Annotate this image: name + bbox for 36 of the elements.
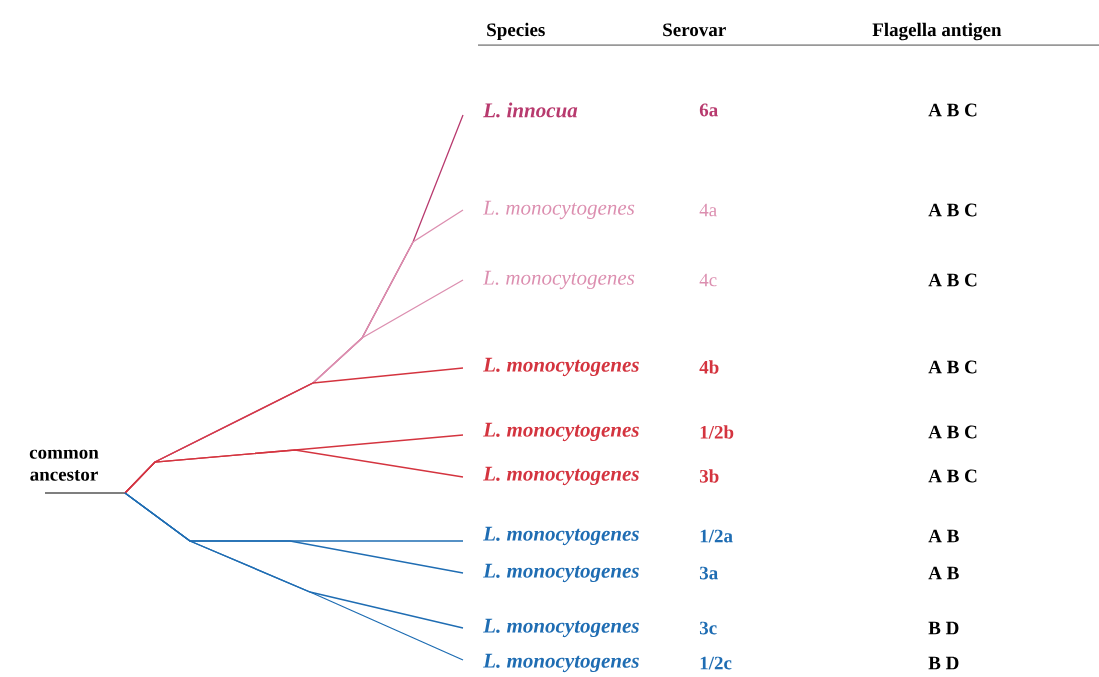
serovar-cell: 6a <box>699 103 718 117</box>
antigen-cell: A B <box>928 529 959 543</box>
species-label: L. monocytogenes <box>483 653 639 673</box>
serovar-cell: 3b <box>699 469 719 483</box>
serovar-cell: 3c <box>699 621 717 635</box>
species-label: L. monocytogenes <box>482 200 635 220</box>
species-label: L. monocytogenes <box>483 357 639 377</box>
species-label: L. monocytogenes <box>483 563 639 583</box>
antigen-cell: A B C <box>928 203 977 217</box>
species-label: L. monocytogenes <box>483 526 639 546</box>
antigen-cell: A B C <box>928 425 977 439</box>
species-label: L. innocua <box>483 102 578 118</box>
tree-branch <box>124 492 464 661</box>
species-label: L. monocytogenes <box>483 422 639 442</box>
species-label: L. monocytogenes <box>483 466 639 486</box>
column-header: Serovar <box>663 23 726 37</box>
serovar-cell: 1/2b <box>700 425 734 439</box>
antigen-cell: A B C <box>928 103 977 117</box>
antigen-cell: A B <box>928 566 959 580</box>
serovar-cell: 4c <box>699 273 717 287</box>
serovar-cell: 1/2c <box>700 656 732 670</box>
species-label: L. monocytogenes <box>482 270 635 290</box>
antigen-cell: A B C <box>928 273 977 287</box>
species-label: L. monocytogenes <box>483 618 639 638</box>
column-header: Species <box>487 22 545 41</box>
serovar-cell: 3a <box>699 566 718 580</box>
serovar-cell: 4a <box>699 203 717 217</box>
antigen-cell: A B C <box>928 360 977 374</box>
antigen-cell: A B C <box>928 469 977 483</box>
column-header: Flagella antigen <box>872 22 1002 41</box>
antigen-cell: B D <box>928 656 959 670</box>
serovar-cell: 1/2a <box>700 529 733 543</box>
tree-branch <box>124 449 464 494</box>
antigen-cell: B D <box>928 621 959 635</box>
node-label: common ancestor <box>29 449 126 494</box>
serovar-cell: 4b <box>699 360 719 374</box>
